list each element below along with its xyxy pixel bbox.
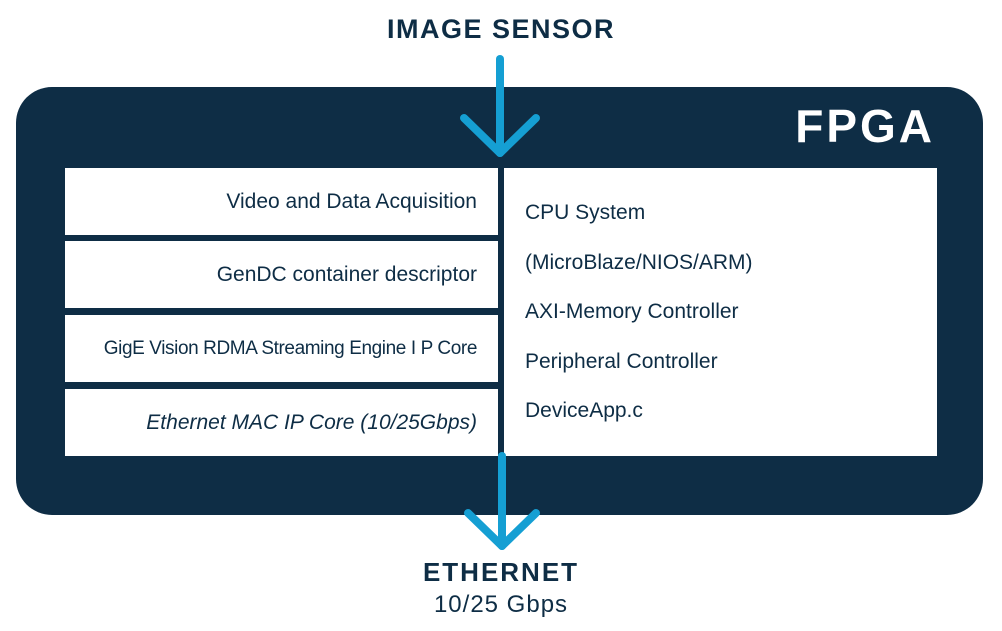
arrow-down-icon <box>460 55 540 157</box>
cpu-line: Peripheral Controller <box>525 349 718 373</box>
block-gige-vision-rdma-engine: GigE Vision RDMA Streaming Engine I P Co… <box>65 315 498 382</box>
block-gendc-container-descriptor: GenDC container descriptor <box>65 241 498 308</box>
input-arrow-head <box>460 114 540 157</box>
block-video-data-acquisition: Video and Data Acquisition <box>65 168 498 235</box>
block-ethernet-mac-ip-core: Ethernet MAC IP Core (10/25Gbps) <box>65 389 498 456</box>
image-sensor-label: IMAGE SENSOR <box>386 14 616 44</box>
fpga-label: FPGA <box>795 100 935 152</box>
cpu-line: AXI-Memory Controller <box>525 300 739 323</box>
cpu-system-block: CPU System (MicroBlaze/NIOS/ARM) AXI-Mem… <box>504 168 937 456</box>
block-label: GenDC container descriptor <box>216 262 477 286</box>
cpu-line: CPU System <box>525 201 646 224</box>
block-label: GigE Vision RDMA Streaming Engine I P Co… <box>103 337 478 359</box>
block-label: Ethernet MAC IP Core (10/25Gbps) <box>146 410 477 434</box>
output-arrow-head <box>464 509 540 550</box>
fpga-block: FPGA Video and Data Acquisition GenDC co… <box>16 87 983 515</box>
ethernet-label: ETHERNET <box>422 557 580 587</box>
block-label: Video and Data Acquisition <box>226 189 477 213</box>
arrow-down-icon <box>464 452 540 550</box>
cpu-line: DeviceApp.c <box>525 399 643 422</box>
ethernet-speed-label: 10/25 Gbps <box>433 591 569 618</box>
cpu-line: (MicroBlaze/NIOS/ARM) <box>525 250 753 274</box>
